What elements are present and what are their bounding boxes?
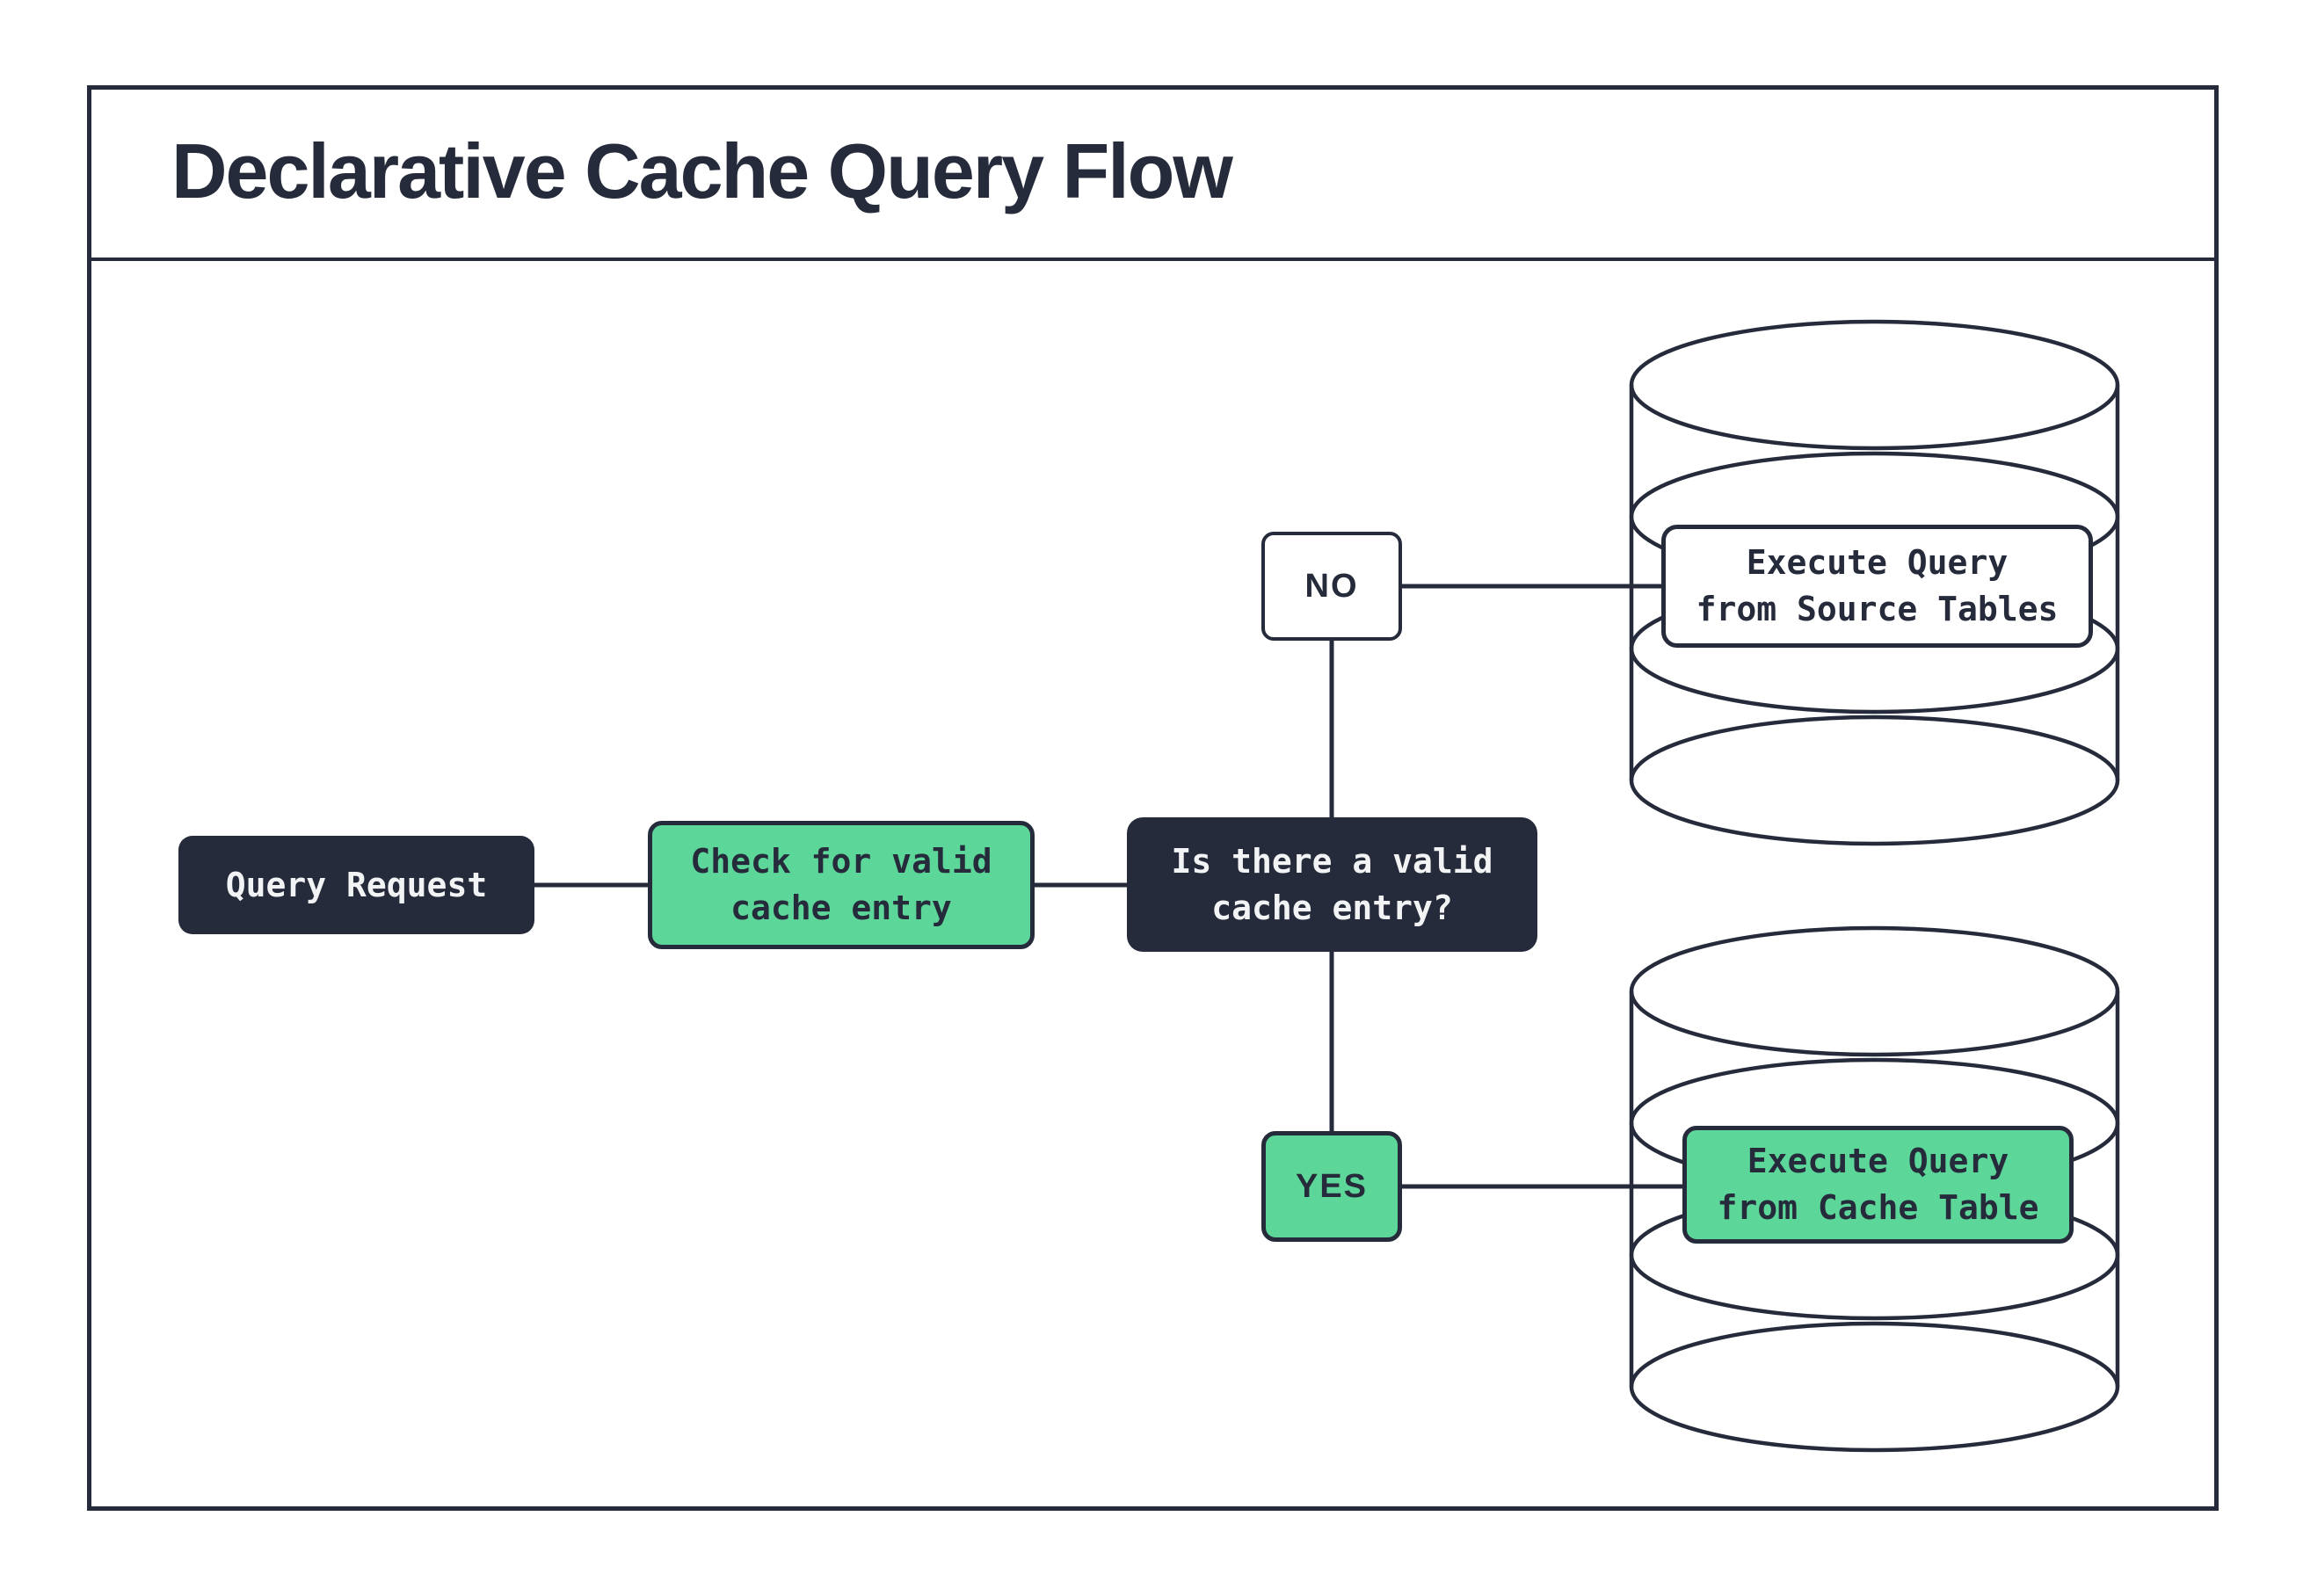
check-cache-label-line2: cache entry — [730, 889, 952, 927]
branch-yes-box: YES — [1261, 1131, 1402, 1242]
title-bar: Declarative Cache Query Flow — [87, 85, 2219, 261]
execute-source-label-line2: from Source Tables — [1696, 590, 2059, 628]
execute-cache-label-line2: from Cache Table — [1717, 1188, 2039, 1227]
execute-cache-label-line1: Execute Query — [1747, 1142, 2009, 1180]
execute-source-label-line1: Execute Query — [1746, 543, 2009, 582]
query-request-label: Query Request — [225, 865, 488, 904]
node-decision: Is there a valid cache entry? — [1127, 817, 1537, 952]
branch-yes-label: YES — [1295, 1167, 1369, 1205]
node-execute-cache: Execute Query from Cache Table — [1682, 1126, 2074, 1244]
check-cache-label-line1: Check for valid — [690, 842, 992, 881]
decision-label-line2: cache entry? — [1211, 888, 1453, 927]
node-query-request: Query Request — [178, 836, 534, 934]
connector-lines — [534, 584, 1688, 1189]
page-title: Declarative Cache Query Flow — [171, 127, 1233, 214]
branch-no-label: NO — [1304, 567, 1359, 605]
node-execute-source: Execute Query from Source Tables — [1661, 525, 2093, 648]
node-check-cache: Check for valid cache entry — [648, 821, 1035, 949]
decision-label-line1: Is there a valid — [1171, 841, 1493, 881]
branch-no-box: NO — [1261, 532, 1402, 641]
outer-frame — [87, 85, 2219, 1511]
